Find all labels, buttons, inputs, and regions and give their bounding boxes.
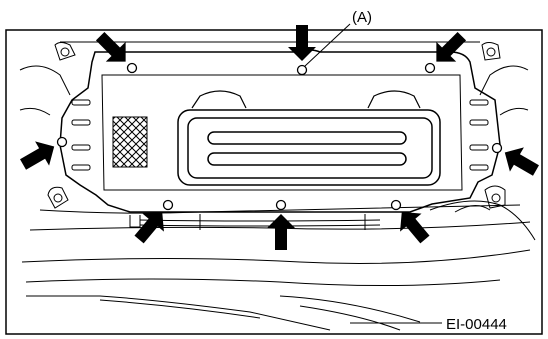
harness-cable (129, 214, 381, 230)
arrow-top-center (288, 25, 316, 61)
clip-top-center (296, 64, 308, 76)
figure-code: EI-00444 (446, 316, 507, 333)
label-patch (112, 116, 148, 168)
clip-right (491, 142, 503, 154)
arrow-bottom-center (267, 214, 295, 250)
clip-bottom-right (390, 199, 402, 211)
cover-humps (191, 90, 421, 109)
arrow-top-right (436, 31, 467, 62)
clip-bottom-center (275, 199, 287, 211)
clip-top-left (126, 62, 138, 74)
figure-frame (5, 29, 543, 335)
arrow-top-left (95, 31, 126, 62)
cover-slots (71, 99, 489, 171)
callout-label: (A) (352, 9, 372, 26)
clips (56, 62, 503, 211)
center-grille (177, 109, 441, 186)
arrow-left (20, 141, 55, 170)
left-bracket (47, 42, 76, 209)
arrow-bottom-left (134, 211, 164, 244)
clip-bottom-left (162, 199, 174, 211)
arrow-right (504, 147, 539, 176)
cover-inner-edge (101, 74, 463, 191)
clip-top-right (424, 62, 436, 74)
arrow-bottom-right (400, 211, 430, 244)
right-bracket (481, 42, 506, 209)
removal-arrows (20, 25, 539, 250)
callout-leader (304, 23, 351, 67)
clip-left (56, 136, 68, 148)
body-panel-lines (19, 41, 536, 331)
